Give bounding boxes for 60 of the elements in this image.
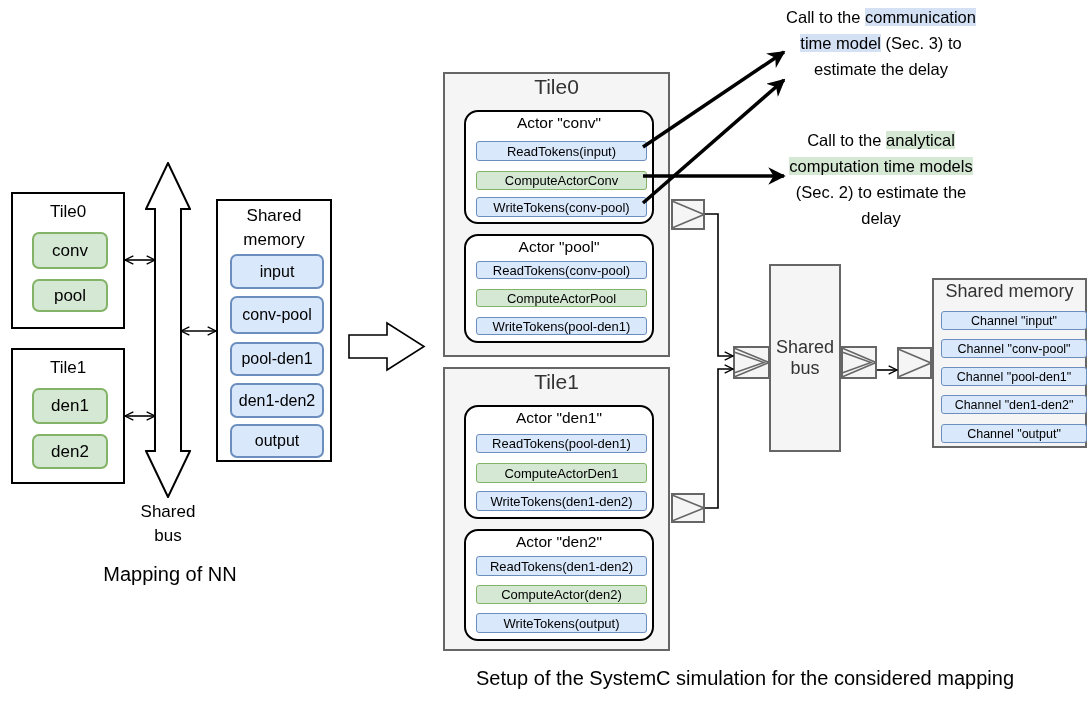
channel-box: Channel "output" <box>941 424 1087 443</box>
compute-step: ComputeActor(den2) <box>476 585 647 604</box>
channel-box: Channel "conv-pool" <box>941 339 1087 358</box>
token-step: WriteTokens(den1-den2) <box>476 491 647 511</box>
arrow <box>876 365 898 375</box>
bus-label: Shared bus <box>139 501 197 547</box>
arrow <box>704 364 734 509</box>
arrow <box>180 326 217 336</box>
compute-step: ComputeActorDen1 <box>476 463 647 483</box>
tile-box <box>11 348 125 484</box>
token-step: ReadTokens(conv-pool) <box>476 261 647 279</box>
actor-box <box>464 405 654 519</box>
buffer-box: output <box>230 424 324 458</box>
actor-title: Actor "den2" <box>515 533 603 551</box>
token-step: ReadTokens(input) <box>476 141 647 161</box>
actor-box: den1 <box>32 388 108 424</box>
memory-title: Shared memory <box>242 205 306 251</box>
channel-box: Channel "pool-den1" <box>941 367 1087 386</box>
token-step: WriteTokens(conv-pool) <box>476 197 647 217</box>
actor-title: Actor "den1" <box>515 409 603 427</box>
actor-box <box>464 529 654 641</box>
tile-title: Tile0 <box>48 202 88 222</box>
tile-title: Tile1 <box>533 370 580 394</box>
actor-title: Actor "pool" <box>517 238 601 256</box>
actor-box: den2 <box>32 434 108 469</box>
tile-title: Tile0 <box>533 75 580 99</box>
actor-box: pool <box>32 279 108 312</box>
bus-box: Shared bus <box>769 264 841 452</box>
actor-box <box>464 234 654 343</box>
arrow <box>641 78 786 205</box>
arrow <box>124 411 156 421</box>
arrow <box>124 255 156 265</box>
caption: Setup of the SystemC simulation for the considered mapping <box>474 666 1016 691</box>
channel-box: Channel "input" <box>941 311 1087 330</box>
arrow <box>642 50 786 149</box>
arrow <box>704 213 734 361</box>
tile-box <box>443 72 670 357</box>
buffer-box: pool-den1 <box>230 342 324 376</box>
actor-box: conv <box>32 232 108 269</box>
compute-step: ComputeActorConv <box>476 171 647 190</box>
caption: Mapping of NN <box>102 562 238 587</box>
arrow <box>643 167 786 185</box>
token-step: ReadTokens(den1-den2) <box>476 556 647 576</box>
buffer-box: conv-pool <box>230 296 324 334</box>
channel-box: Channel "den1-den2" <box>941 395 1087 414</box>
memory-title: Shared memory <box>944 281 1075 302</box>
memory-box <box>932 278 1087 448</box>
memory-box <box>216 199 332 462</box>
actor-box <box>464 110 654 224</box>
token-step: WriteTokens(output) <box>476 613 647 633</box>
actor-title: Actor "conv" <box>515 114 603 132</box>
buffer-box: input <box>230 254 324 289</box>
token-step: ReadTokens(pool-den1) <box>476 434 647 453</box>
tile-title: Tile1 <box>48 358 88 378</box>
compute-step: ComputeActorPool <box>476 289 647 307</box>
tile-box <box>443 367 670 651</box>
callout-note: Call to the analytical computation time models (Sec. 2) to estimate the delay <box>784 127 978 231</box>
tile-box <box>11 192 125 329</box>
token-step: WriteTokens(pool-den1) <box>476 317 647 335</box>
buffer-box: den1-den2 <box>230 383 324 418</box>
